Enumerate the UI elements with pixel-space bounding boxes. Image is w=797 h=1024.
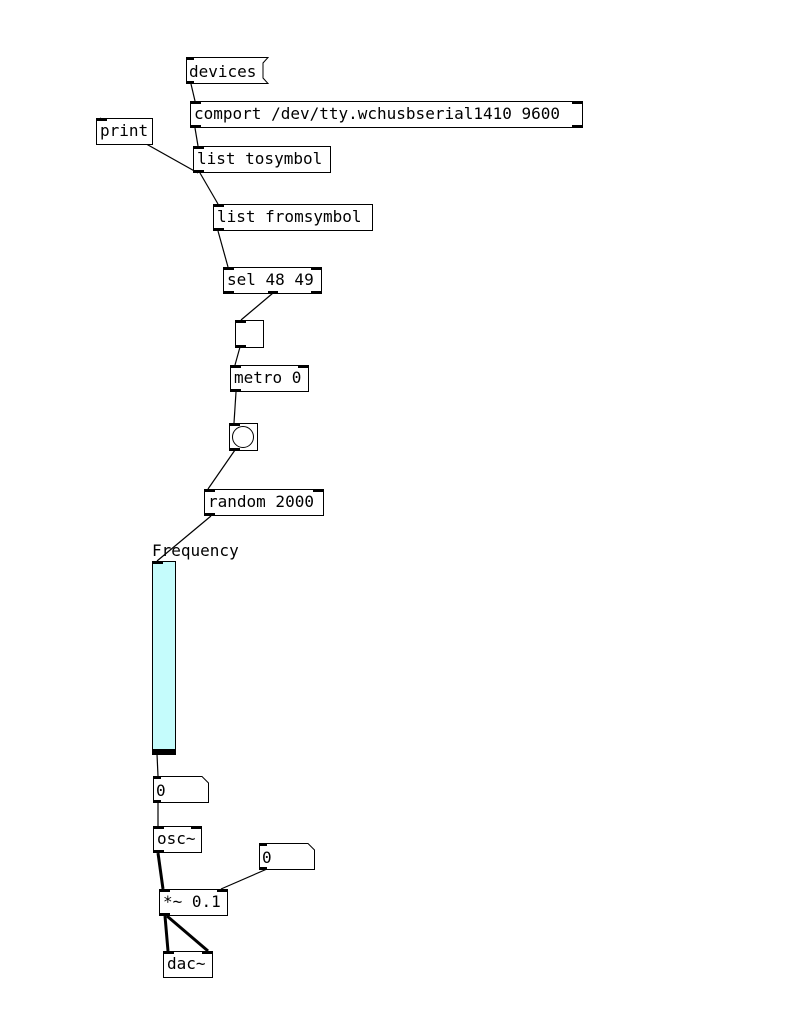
- multiply-object[interactable]: *~ 0.1: [159, 889, 228, 916]
- bang[interactable]: [229, 423, 258, 451]
- osc-outlet[interactable]: [154, 850, 164, 853]
- multiply-inlet[interactable]: [160, 889, 170, 892]
- sel-outlet-reject[interactable]: [311, 291, 321, 294]
- numbox-outline: [259, 843, 315, 870]
- random-inlet[interactable]: [205, 489, 215, 492]
- bang-circle: [232, 426, 254, 448]
- fromsymbol-inlet[interactable]: [214, 204, 224, 207]
- sel-inlet[interactable]: [224, 267, 234, 270]
- cord-toggle-metro[interactable]: [234, 346, 241, 366]
- random-object[interactable]: random 2000: [204, 489, 324, 516]
- slider-outlet[interactable]: [153, 752, 163, 755]
- print-object[interactable]: print: [96, 118, 153, 145]
- frequency-number-value: 0: [156, 781, 166, 800]
- list-fromsymbol-object[interactable]: list fromsymbol: [213, 204, 373, 231]
- sel-outlet-49[interactable]: [268, 291, 278, 294]
- sel-label: sel 48 49: [227, 270, 314, 289]
- multiply-label: *~ 0.1: [163, 892, 221, 911]
- print-inlet[interactable]: [97, 118, 107, 121]
- list-tosymbol-label: list tosymbol: [197, 149, 323, 168]
- cord-amp-multiply[interactable]: [220, 868, 268, 890]
- message-outline: [186, 57, 270, 84]
- comport-outlet-right[interactable]: [572, 125, 582, 128]
- tosymbol-outlet[interactable]: [194, 170, 204, 173]
- metro-inlet-right[interactable]: [298, 365, 308, 368]
- toggle-outlet[interactable]: [236, 345, 246, 348]
- dac-label: dac~: [167, 954, 206, 973]
- cord-tosymbol-fromsymbol[interactable]: [199, 172, 219, 205]
- devices-message[interactable]: devices: [186, 57, 270, 84]
- metro-inlet[interactable]: [231, 365, 241, 368]
- numbox-outline: [153, 776, 209, 803]
- random-outlet[interactable]: [205, 513, 215, 516]
- amplitude-number-box[interactable]: 0: [259, 843, 315, 870]
- cord-random-slider[interactable]: [156, 515, 212, 562]
- slider-label: Frequency: [152, 541, 239, 560]
- dac-inlet-right[interactable]: [202, 951, 212, 954]
- list-fromsymbol-label: list fromsymbol: [217, 207, 362, 226]
- multiply-inlet-right[interactable]: [217, 889, 227, 892]
- cord-comport-tosymbol[interactable]: [194, 127, 199, 147]
- cord-multiply-dac-left[interactable]: [163, 915, 170, 952]
- dac-inlet-left[interactable]: [164, 951, 174, 954]
- bang-inlet[interactable]: [230, 423, 240, 426]
- comport-label: comport /dev/tty.wchusbserial1410 9600: [194, 104, 561, 123]
- comport-inlet[interactable]: [191, 101, 201, 104]
- dac-object[interactable]: dac~: [163, 951, 213, 978]
- slider-knob[interactable]: [153, 749, 175, 754]
- slider-inlet[interactable]: [153, 561, 163, 564]
- toggle-inlet[interactable]: [236, 320, 246, 323]
- random-label: random 2000: [208, 492, 314, 511]
- devices-message-label: devices: [189, 62, 257, 81]
- metro-outlet[interactable]: [231, 389, 241, 392]
- cord-devices-comport[interactable]: [190, 83, 196, 102]
- fromsymbol-outlet[interactable]: [214, 228, 224, 231]
- toggle[interactable]: [235, 320, 264, 348]
- random-inlet-right[interactable]: [313, 489, 323, 492]
- comport-outlet[interactable]: [191, 125, 201, 128]
- metro-object[interactable]: metro 0: [230, 365, 309, 392]
- cord-sel-toggle[interactable]: [240, 292, 274, 321]
- cord-multiply-dac-right[interactable]: [166, 914, 209, 953]
- cord-fromsymbol-sel[interactable]: [217, 230, 229, 268]
- frequency-number-box[interactable]: 0: [153, 776, 209, 803]
- osc-inlet[interactable]: [154, 826, 164, 829]
- list-tosymbol-object[interactable]: list tosymbol: [193, 146, 331, 173]
- print-label: print: [100, 121, 149, 140]
- tosymbol-inlet[interactable]: [194, 146, 204, 149]
- cord-osc-multiply[interactable]: [156, 852, 165, 890]
- frequency-slider[interactable]: [152, 561, 176, 755]
- osc-label: osc~: [157, 829, 196, 848]
- sel-outlet-48[interactable]: [224, 291, 234, 294]
- osc-object[interactable]: osc~: [153, 826, 202, 853]
- cord-bang-random[interactable]: [207, 449, 236, 490]
- sel-inlet-right[interactable]: [311, 267, 321, 270]
- comport-inlet-right[interactable]: [572, 101, 582, 104]
- amplitude-number-value: 0: [262, 848, 272, 867]
- cord-metro-bang[interactable]: [233, 391, 237, 424]
- cord-slider-numbox[interactable]: [156, 753, 159, 777]
- comport-object[interactable]: comport /dev/tty.wchusbserial1410 9600: [190, 101, 583, 128]
- bang-outlet[interactable]: [230, 448, 240, 451]
- sel-object[interactable]: sel 48 49: [223, 267, 322, 294]
- multiply-outlet[interactable]: [160, 913, 170, 916]
- osc-inlet-right[interactable]: [191, 826, 201, 829]
- metro-label: metro 0: [234, 368, 302, 387]
